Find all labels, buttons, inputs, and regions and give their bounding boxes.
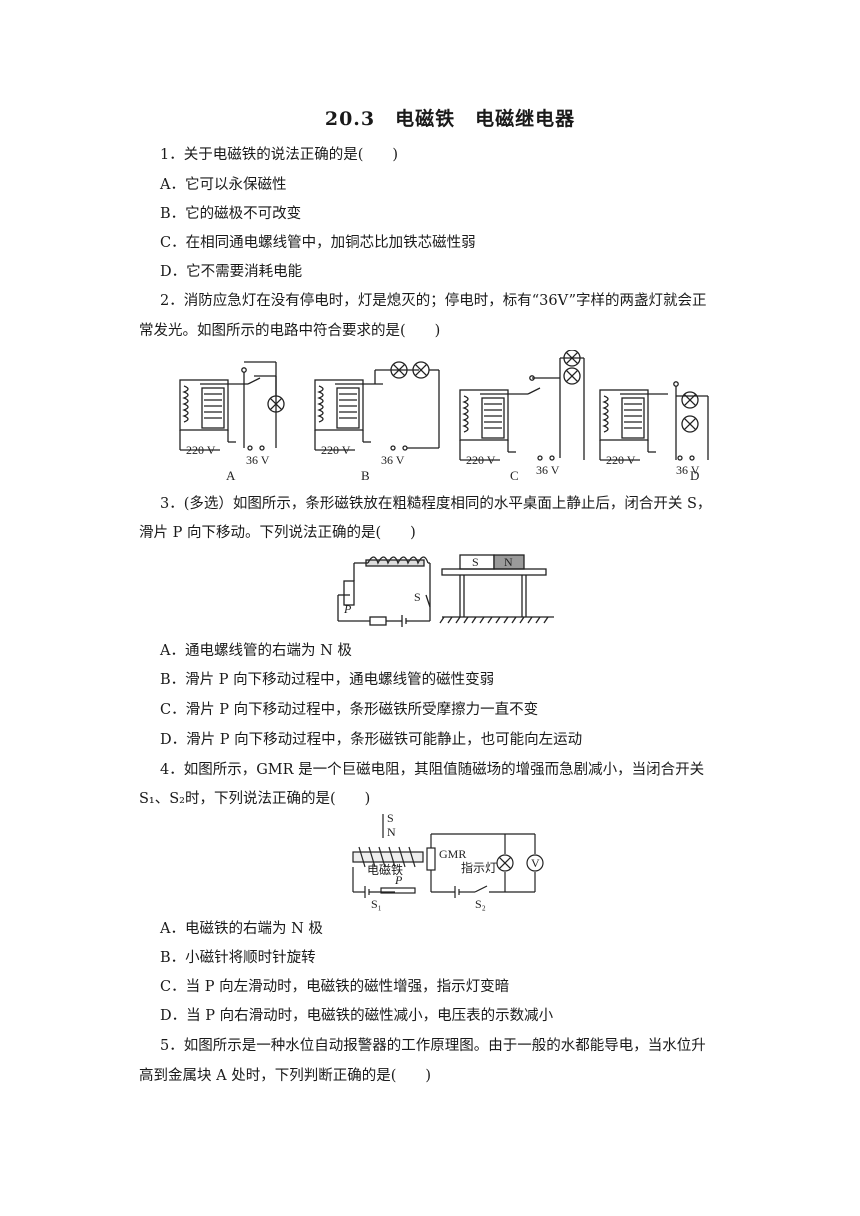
q2-b-voltage: 36 V <box>381 453 405 467</box>
q4-stem-line1: 4．如图所示，GMR 是一个巨磁电阻，其阻值随磁场的增强而急剧减小，当闭合开关 <box>160 762 705 778</box>
q3-option-d: D．滑片 P 向下移动过程中，条形磁铁可能静止，也可能向左运动 <box>160 732 583 748</box>
q2-c-mains: 220 V <box>466 453 496 467</box>
q2-panel-b: 220 V 36 V B <box>314 361 440 483</box>
q5-stem-line2: 高到金属块 A 处时，下列判断正确的是( ) <box>139 1068 432 1084</box>
q2-label-c: C <box>510 468 519 483</box>
q4-s1-label: S₁ <box>371 897 382 911</box>
q5-stem-line1: 5．如图所示是一种水位自动报警器的工作原理图。由于一般的水都能导电，当水位升 <box>160 1038 706 1054</box>
q4-slider-label: P <box>394 873 403 887</box>
q4-option-a: A．电磁铁的右端为 N 极 <box>160 921 323 937</box>
q4-stem-line2: S₁、S₂时，下列说法正确的是( ) <box>139 791 371 807</box>
q4-option-d: D．当 P 向右滑动时，电磁铁的磁性减小，电压表的示数减小 <box>160 1008 554 1024</box>
q1-option-c: C．在相同通电螺线管中，加铜芯比加铁芯磁性弱 <box>160 235 476 251</box>
q4-option-c: C．当 P 向左滑动时，电磁铁的磁性增强，指示灯变暗 <box>160 979 510 995</box>
q4-voltmeter-label: V <box>531 856 540 870</box>
q2-label-d: D <box>690 468 699 483</box>
q3-rheostat <box>343 580 355 606</box>
q3-stem-line1: 3．(多选）如图所示，条形磁铁放在粗糙程度相同的水平桌面上静止后，闭合开关 S， <box>160 496 712 512</box>
q3-switch-label: S <box>414 590 421 604</box>
q1-option-a: A．它可以永保磁性 <box>160 177 287 193</box>
q3-table: S N <box>439 554 554 624</box>
q2-b-mains: 220 V <box>321 443 351 457</box>
q4-s2-label: S₂ <box>475 897 486 911</box>
q4-indicator-label: 指示灯 <box>461 860 497 875</box>
q3-magnet-s: S <box>472 555 479 569</box>
q4-electromagnet-label: 电磁铁 <box>367 862 403 877</box>
q2-panel-c: 220 V 36 V C <box>459 350 585 483</box>
q2-d-voltage: 36 V <box>676 463 700 477</box>
q2-a-voltage: 36 V <box>246 453 270 467</box>
q3-stem-line2: 滑片 P 向下移动。下列说法正确的是( ) <box>139 525 416 541</box>
q2-label-a: A <box>226 468 236 483</box>
q1-stem: 1．关于电磁铁的说法正确的是( ) <box>160 147 399 163</box>
q4-option-b: B．小磁针将顺时针旋转 <box>160 950 316 966</box>
q1-option-d: D．它不需要消耗电能 <box>160 264 303 280</box>
q3-slider-label: P <box>343 602 352 616</box>
q3-option-c: C．滑片 P 向下移动过程中，条形磁铁所受摩擦力一直不变 <box>160 702 539 718</box>
q3-figure: P S S N <box>330 545 560 633</box>
q4-needle-s: S <box>387 812 394 825</box>
q2-figure: 220 V 36 V A 220 V 36 V B <box>160 350 720 490</box>
q2-d-mains: 220 V <box>606 453 636 467</box>
q3-option-a: A．通电螺线管的右端为 N 极 <box>160 643 352 659</box>
page-title: 20.3 电磁铁 电磁继电器 <box>324 108 576 130</box>
q2-stem-line1: 2．消防应急灯在没有停电时，灯是熄灭的；停电时，标有“36V”字样的两盏灯就会正 <box>160 293 707 309</box>
q2-c-voltage: 36 V <box>536 463 560 477</box>
q1-option-b: B．它的磁极不可改变 <box>160 206 302 222</box>
q3-coil <box>365 556 429 567</box>
q4-needle-n: N <box>387 825 396 839</box>
q3-option-b: B．滑片 P 向下移动过程中，通电螺线管的磁性变弱 <box>160 672 495 688</box>
q3-magnet-n: N <box>504 555 513 569</box>
q2-label-b: B <box>361 468 370 483</box>
q4-figure: S N 电磁铁 P S₁ GMR S₂ 指示灯 V <box>345 812 545 912</box>
q4-gmr-label: GMR <box>439 847 466 861</box>
q2-panel-d: 220 V 36 V D <box>599 381 709 483</box>
q2-panel-a: 220 V 36 V A <box>179 361 285 483</box>
q2-a-mains: 220 V <box>186 443 216 457</box>
q2-stem-line2: 常发光。如图所示的电路中符合要求的是( ) <box>139 323 441 339</box>
